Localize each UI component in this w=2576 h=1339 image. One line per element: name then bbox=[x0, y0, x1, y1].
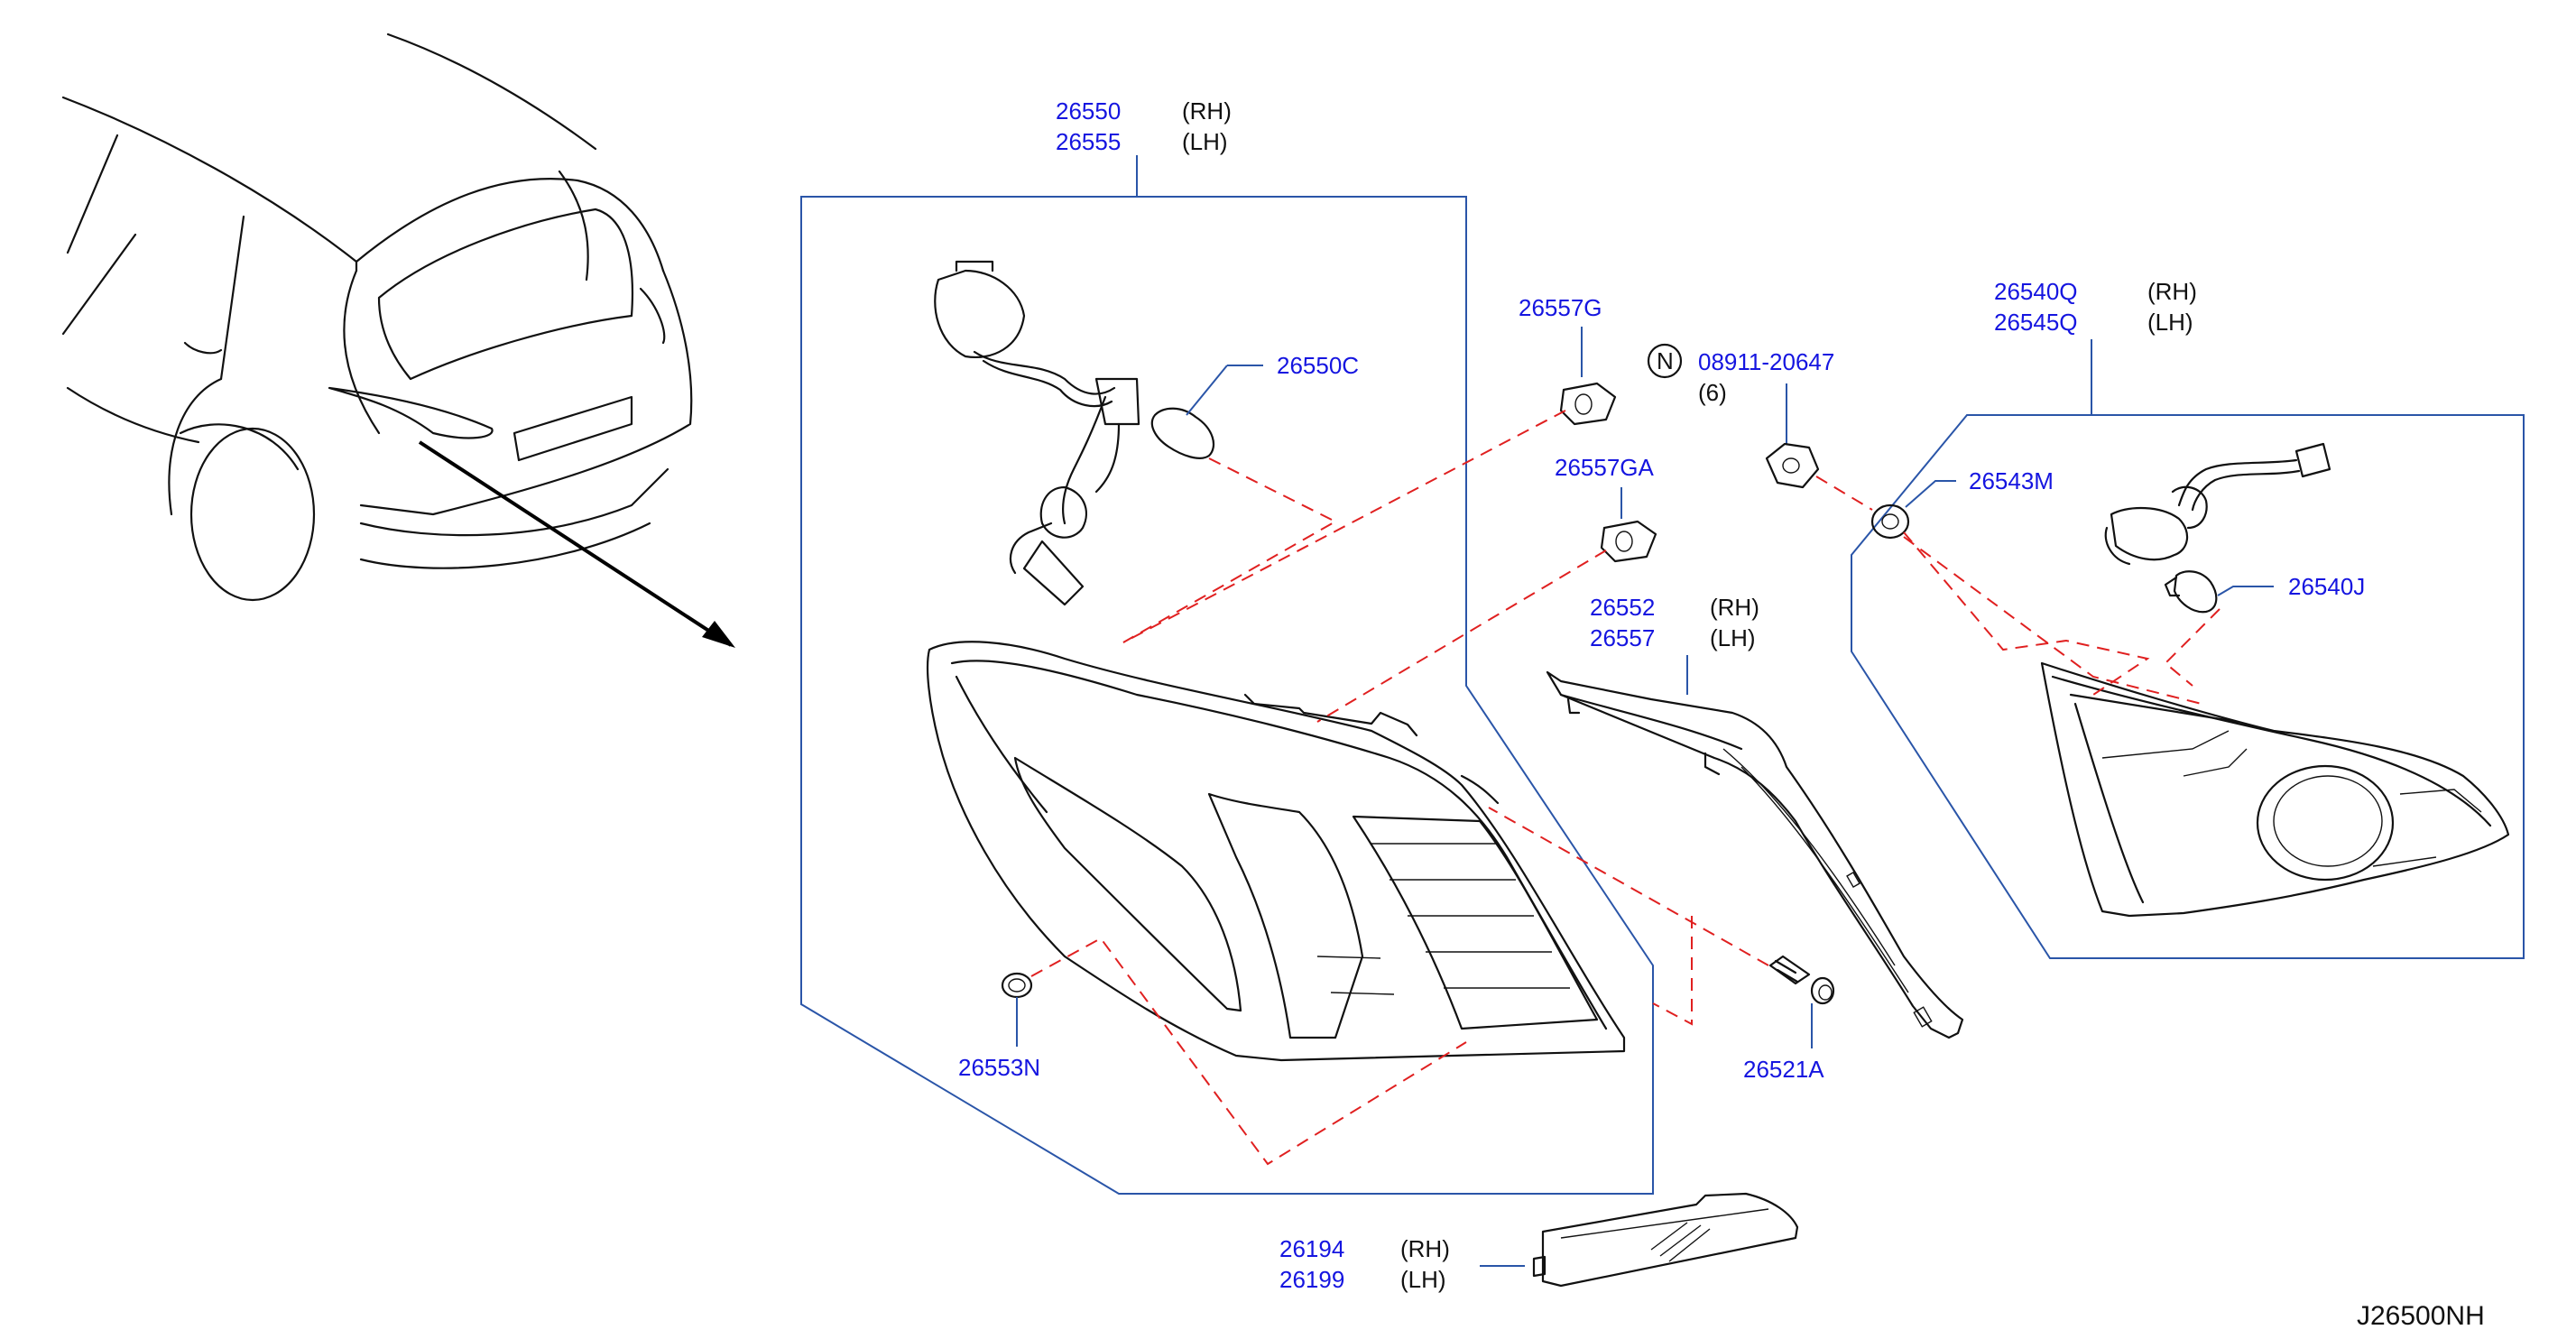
part-number-26199[interactable]: 26199 bbox=[1279, 1266, 1344, 1293]
leader-26550c bbox=[1186, 365, 1228, 416]
part-number-26545q[interactable]: 26545Q bbox=[1994, 309, 2078, 336]
lamp-harness-socket-drawing bbox=[934, 260, 1215, 606]
hidden-line-inner-bulb bbox=[2164, 608, 2221, 687]
grommet-drawing bbox=[1001, 972, 1033, 999]
callout-box-rear-combination-lamp bbox=[800, 196, 1654, 1195]
grommet-inner-drawing bbox=[1008, 978, 1026, 993]
hidden-line-gasket-ga bbox=[1316, 549, 1607, 723]
part-number-26552[interactable]: 26552 bbox=[1590, 594, 1655, 621]
side-label-lh: (LH) bbox=[1710, 624, 1756, 651]
inner-lamp-drawing bbox=[2040, 661, 2510, 918]
part-number-26543m[interactable]: 26543M bbox=[1969, 467, 2054, 494]
side-label-lh: (LH) bbox=[1400, 1266, 1446, 1293]
part-number-26555[interactable]: 26555 bbox=[1056, 128, 1121, 155]
part-number-26550c[interactable]: 26550C bbox=[1277, 352, 1359, 379]
side-label-rh: (RH) bbox=[1182, 97, 1232, 125]
hidden-line-screw-box bbox=[1652, 916, 1693, 1026]
side-label-rh: (RH) bbox=[2147, 278, 2197, 305]
leader-26540j bbox=[2217, 586, 2274, 596]
screw-drawing bbox=[1768, 955, 1835, 1005]
part-number-26540q[interactable]: 26540Q bbox=[1994, 278, 2078, 305]
side-label-lh: (LH) bbox=[1182, 128, 1228, 155]
nut-prefix-label: N bbox=[1657, 347, 1674, 374]
reflex-reflector-drawing bbox=[1532, 1192, 1799, 1288]
gasket-g-drawing bbox=[1559, 382, 1617, 426]
side-label-lh: (LH) bbox=[2147, 309, 2193, 336]
location-arrow-head bbox=[702, 621, 735, 648]
nut-quantity: (6) bbox=[1698, 379, 1727, 406]
vehicle-rear-view bbox=[61, 32, 735, 648]
finisher-drawing bbox=[1546, 670, 1964, 1039]
nut-prefix-circle bbox=[1647, 343, 1683, 379]
hidden-line-gasket-g bbox=[1122, 410, 1566, 643]
part-number-26557[interactable]: 26557 bbox=[1590, 624, 1655, 651]
part-number-26557ga[interactable]: 26557GA bbox=[1555, 454, 1655, 481]
hidden-line-screw bbox=[1488, 807, 1769, 966]
rear-combination-lamp-drawing bbox=[926, 641, 1626, 1062]
nut-drawing bbox=[1765, 442, 1820, 489]
part-number-26521a[interactable]: 26521A bbox=[1743, 1056, 1824, 1083]
washer-hole-drawing bbox=[1881, 513, 1899, 530]
part-number-26194[interactable]: 26194 bbox=[1279, 1235, 1344, 1262]
part-number-26553n[interactable]: 26553N bbox=[958, 1054, 1040, 1081]
washer-drawing bbox=[1870, 503, 1910, 540]
side-label-rh: (RH) bbox=[1710, 594, 1759, 621]
hidden-line-washer-2 bbox=[1903, 536, 2202, 705]
part-number-26557g[interactable]: 26557G bbox=[1519, 294, 1602, 321]
hidden-line-grommet bbox=[1030, 937, 1467, 1166]
location-arrow bbox=[418, 440, 733, 647]
side-label-rh: (RH) bbox=[1400, 1235, 1450, 1262]
inner-lamp-harness-drawing bbox=[2104, 442, 2331, 614]
gasket-ga-drawing bbox=[1600, 520, 1657, 563]
part-number-08911-20647[interactable]: 08911-20647 bbox=[1698, 348, 1834, 375]
callout-box-inner-lamp bbox=[1851, 414, 2525, 959]
hidden-line-nut bbox=[1815, 476, 1873, 511]
leader-26543m bbox=[1905, 480, 1956, 508]
part-number-26550[interactable]: 26550 bbox=[1056, 97, 1121, 125]
part-number-26540j[interactable]: 26540J bbox=[2288, 573, 2365, 600]
hidden-line-socket bbox=[1122, 457, 1338, 643]
hidden-line-washer bbox=[1903, 531, 2150, 696]
diagram-code: J26500NH bbox=[2357, 1301, 2485, 1331]
